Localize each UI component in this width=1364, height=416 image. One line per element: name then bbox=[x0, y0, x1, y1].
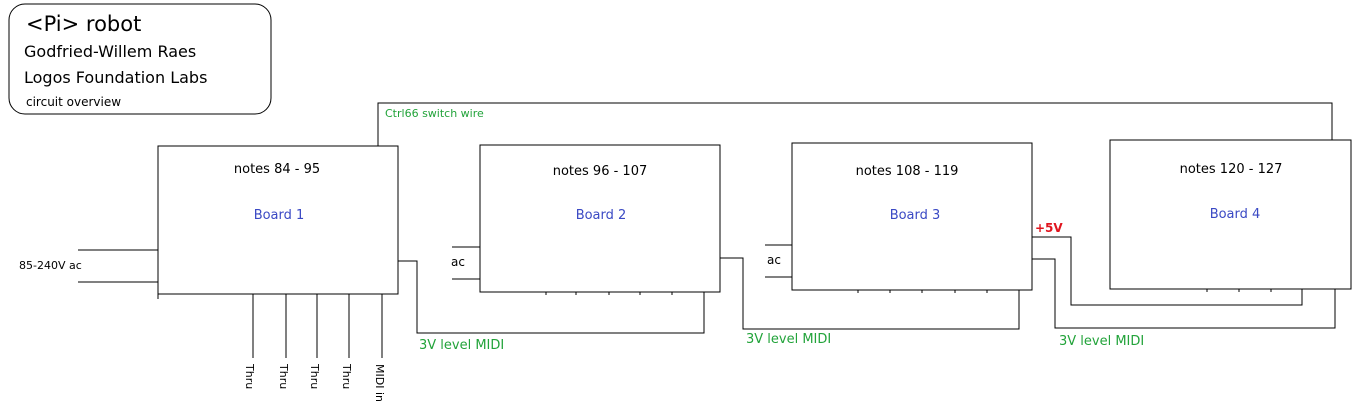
thru-label-1: Thru bbox=[243, 363, 256, 389]
board-2-connector-pins bbox=[545, 292, 673, 295]
organization-name: Logos Foundation Labs bbox=[24, 68, 207, 87]
board-2-notes: notes 96 - 107 bbox=[553, 164, 648, 179]
midi-label-2: 3V level MIDI bbox=[746, 332, 831, 347]
board-4-connector-pins bbox=[1206, 289, 1272, 292]
power-5v-wire bbox=[1032, 236, 1303, 306]
midi-wire-2-3 bbox=[720, 257, 1020, 330]
page-title: <Pi> robot bbox=[26, 12, 141, 36]
board-4-box bbox=[1109, 139, 1352, 290]
switch-wire bbox=[377, 102, 1333, 146]
board-4-label: Board 4 bbox=[1210, 207, 1261, 222]
board-3-ac-label: ac bbox=[767, 253, 781, 267]
thru-label-4: Thru bbox=[340, 363, 353, 389]
board-3-label: Board 3 bbox=[890, 208, 941, 223]
board-4-notes: notes 120 - 127 bbox=[1180, 162, 1283, 177]
board-3-notes: notes 108 - 119 bbox=[856, 164, 959, 179]
thru-label-3: Thru bbox=[308, 363, 321, 389]
midi-in-label: MIDI in bbox=[373, 364, 386, 402]
board-3-box bbox=[791, 142, 1033, 291]
power-input-label: 85-240V ac bbox=[19, 259, 82, 272]
midi-wire-1-2 bbox=[398, 260, 705, 334]
author-name: Godfried-Willem Raes bbox=[24, 42, 196, 61]
board-2-label: Board 2 bbox=[576, 208, 627, 223]
midi-label-3: 3V level MIDI bbox=[1059, 334, 1144, 349]
plus-5v-label: +5V bbox=[1035, 221, 1063, 235]
board-1-label: Board 1 bbox=[254, 208, 305, 223]
header-box bbox=[8, 3, 272, 115]
midi-label-1: 3V level MIDI bbox=[419, 338, 504, 353]
board-2-ac-label: ac bbox=[451, 255, 465, 269]
board-1-box bbox=[157, 145, 399, 295]
board-2-box bbox=[479, 144, 721, 293]
board-1-notes: notes 84 - 95 bbox=[234, 162, 320, 177]
midi-wire-3-4 bbox=[1032, 258, 1336, 329]
switch-wire-label: Ctrl66 switch wire bbox=[385, 107, 484, 120]
diagram-subtitle: circuit overview bbox=[26, 95, 121, 109]
board-3-connector-pins bbox=[857, 290, 988, 293]
thru-label-2: Thru bbox=[277, 363, 290, 389]
